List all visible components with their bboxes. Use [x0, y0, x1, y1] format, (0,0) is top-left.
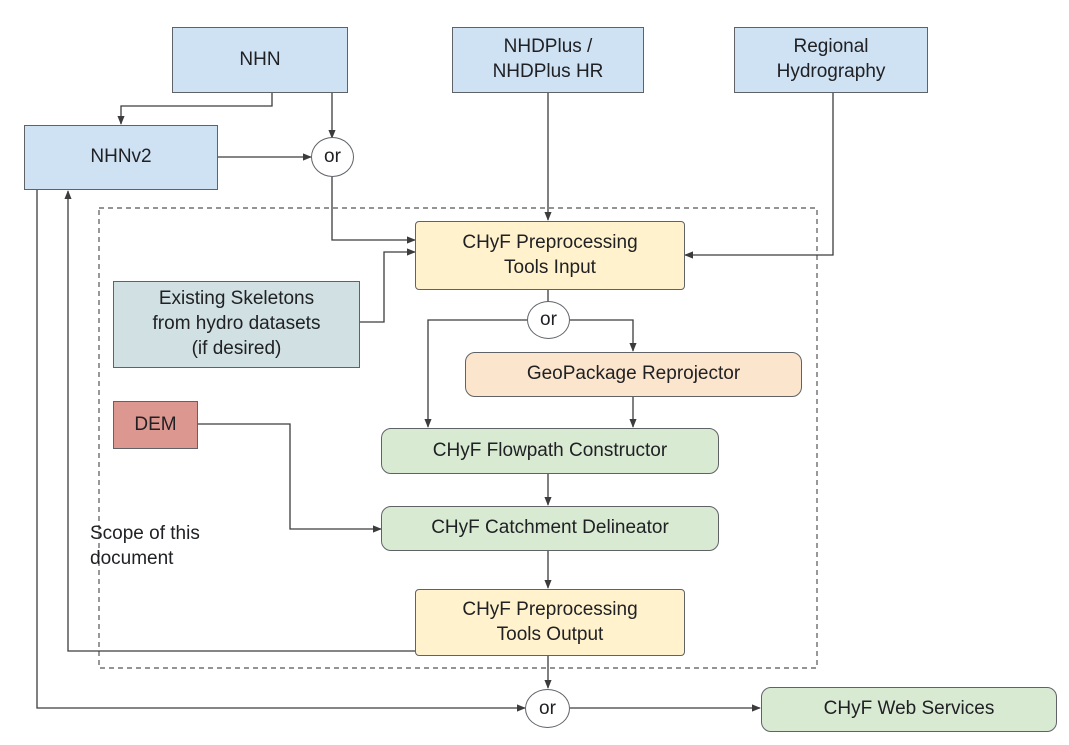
node-catchment-delineator: CHyF Catchment Delineator	[381, 506, 719, 551]
or-node-middle: or	[527, 301, 570, 339]
edge-or-middle-to-flowpath	[424, 319, 527, 428]
edge-skeletons-to-input	[360, 248, 416, 323]
or-node-bottom: or	[525, 689, 570, 728]
node-nhdplus: NHDPlus / NHDPlus HR	[452, 27, 644, 93]
or-node-top: or	[311, 137, 354, 177]
node-geopackage-reprojector: GeoPackage Reprojector	[465, 352, 802, 397]
node-nhn: NHN	[172, 27, 348, 93]
edge-nhnv2-to-or-bottom	[36, 190, 526, 712]
edge-or-top-to-input	[331, 177, 416, 244]
edge-or-middle-to-geopackage	[570, 319, 637, 352]
scope-label: Scope of this document	[90, 523, 200, 569]
edge-dem-to-catchment	[198, 423, 382, 533]
node-nhnv2: NHNv2	[24, 125, 218, 190]
node-dem: DEM	[113, 401, 198, 449]
edge-output-to-nhnv2	[64, 190, 415, 652]
node-regional-hydrography: Regional Hydrography	[734, 27, 928, 93]
edge-nhn-to-nhnv2	[117, 92, 273, 125]
node-preprocessing-tools-output: CHyF Preprocessing Tools Output	[415, 589, 685, 656]
node-preprocessing-tools-input: CHyF Preprocessing Tools Input	[415, 221, 685, 290]
node-flowpath-constructor: CHyF Flowpath Constructor	[381, 428, 719, 474]
node-existing-skeletons: Existing Skeletons from hydro datasets (…	[113, 281, 360, 368]
scope-boundary	[98, 207, 818, 669]
node-web-services: CHyF Web Services	[761, 687, 1057, 732]
edge-regional-to-input	[684, 92, 834, 259]
